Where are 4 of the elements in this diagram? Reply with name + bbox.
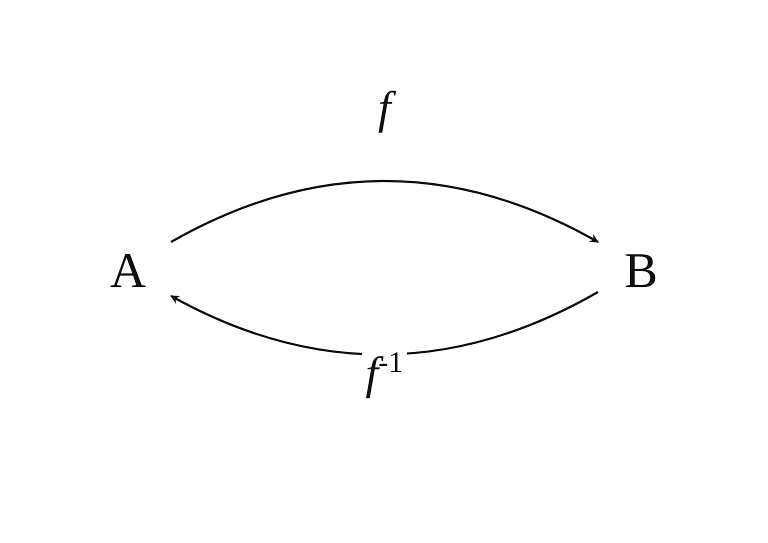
curved-arrow bbox=[170, 291, 599, 356]
curved-arrow bbox=[170, 180, 599, 243]
node-letter: A bbox=[103, 245, 153, 295]
node-letter: B bbox=[616, 245, 666, 295]
